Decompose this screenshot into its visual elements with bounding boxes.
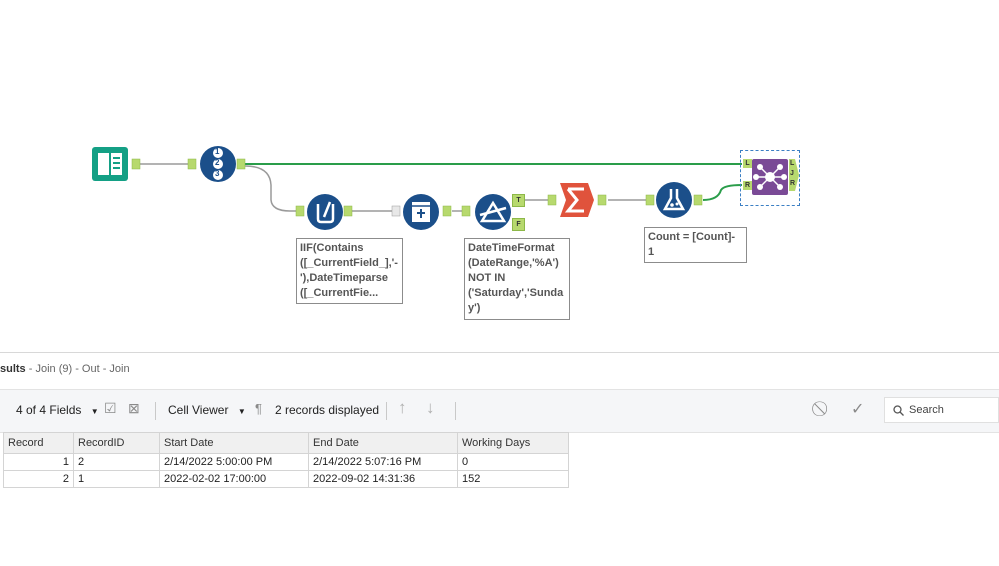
formula-tool-2[interactable] (655, 181, 693, 219)
filter-true-anchor[interactable]: T (512, 194, 525, 207)
connection-wires (131, 158, 743, 217)
cell-start-date[interactable]: 2/14/2022 5:00:00 PM (159, 453, 309, 471)
table-row[interactable]: 1 2 2/14/2022 5:00:00 PM 2/14/2022 5:07:… (3, 453, 569, 471)
records-displayed: 2 records displayed (275, 403, 380, 417)
record-id-digit-2: 2 (215, 158, 220, 167)
join-out-right-label: R (790, 180, 796, 187)
column-header-recordid[interactable]: RecordID (73, 432, 160, 454)
results-title: sults - Join (9) - Out - Join (0, 363, 130, 375)
cell-start-date[interactable]: 2022-02-02 17:00:00 (159, 470, 309, 488)
filter-tool[interactable] (474, 193, 512, 231)
column-header-record[interactable]: Record (3, 432, 74, 454)
cell-recordid[interactable]: 2 (73, 453, 160, 471)
join-left-anchor-label: L (745, 160, 750, 167)
cell-recordid[interactable]: 1 (73, 470, 160, 488)
arrow-up-icon[interactable]: ↑ (398, 398, 407, 417)
results-title-prefix: sults (0, 363, 26, 375)
search-input[interactable]: Search (884, 397, 999, 423)
table-header-row: Record RecordID Start Date End Date Work… (3, 432, 569, 454)
summarize-tool[interactable] (558, 181, 596, 219)
results-toolbar: 4 of 4 Fields ▼ ☑ ⊠ Cell Viewer ▼ ¶ 2 re… (0, 389, 999, 433)
fields-selector[interactable]: 4 of 4 Fields ▼ (16, 403, 99, 417)
arrow-down-icon[interactable]: ↓ (426, 398, 435, 417)
cell-end-date[interactable]: 2022-09-02 14:31:36 (308, 470, 458, 488)
cell-viewer-selector[interactable]: Cell Viewer ▼ (168, 403, 246, 417)
results-table: Record RecordID Start Date End Date Work… (3, 432, 569, 488)
join-output-anchors[interactable]: L J R (789, 159, 799, 191)
join-right-input-anchor[interactable]: R (743, 181, 752, 190)
fields-label: 4 of 4 Fields (16, 403, 82, 417)
false-anchor-label: F (516, 221, 521, 228)
multi-row-icon (403, 194, 439, 230)
record-id-icon (200, 146, 236, 182)
join-tool[interactable]: L R L J R (740, 150, 800, 206)
formula-tool[interactable] (306, 193, 344, 231)
cell-end-date[interactable]: 2/14/2022 5:07:16 PM (308, 453, 458, 471)
record-id-tool[interactable]: 1 2 3 (199, 145, 237, 183)
filter-triangle-icon (475, 194, 511, 230)
cell-working-days[interactable]: 152 (457, 470, 569, 488)
join-hub-icon (752, 159, 788, 195)
join-out-left-label: L (790, 160, 795, 167)
formula2-annotation[interactable]: Count = [Count]- 1 (644, 227, 747, 263)
search-icon (893, 405, 904, 416)
clear-icon[interactable]: ⊠ (128, 400, 140, 416)
chevron-down-icon: ▼ (237, 407, 246, 416)
edit-checkbox-icon[interactable]: ☑ (104, 400, 117, 416)
check-icon[interactable]: ✓ (851, 401, 865, 418)
record-id-digit-1: 1 (215, 147, 220, 156)
join-out-join-label: J (790, 170, 794, 177)
sigma-icon (560, 183, 594, 217)
input-book-icon (92, 147, 128, 181)
cell-record[interactable]: 2 (3, 470, 74, 488)
formula-annotation[interactable]: IIF(Contains ([_CurrentField_],'- '),Dat… (296, 238, 403, 304)
workflow-canvas[interactable]: 1 2 3 T F (0, 0, 999, 352)
chevron-down-icon: ▼ (90, 407, 99, 416)
results-title-rest: - Join (9) - Out - Join (25, 363, 130, 375)
record-id-digit-3: 3 (215, 169, 220, 178)
search-placeholder: Search (909, 404, 944, 416)
filter-annotation[interactable]: DateTimeFormat (DateRange,'%A') NOT IN (… (464, 238, 570, 320)
toolbar-divider (386, 402, 387, 420)
toolbar-divider (455, 402, 456, 420)
join-left-anchor[interactable]: L (743, 159, 752, 168)
cell-viewer-label: Cell Viewer (168, 403, 229, 417)
table-row[interactable]: 2 1 2022-02-02 17:00:00 2022-09-02 14:31… (3, 470, 569, 488)
input-data-tool[interactable] (91, 146, 129, 182)
filter-false-anchor[interactable]: F (512, 218, 525, 231)
formula-beaker-icon (656, 182, 692, 218)
toolbar-divider (155, 402, 156, 420)
join-right-input-anchor-label: R (744, 182, 751, 189)
cell-record[interactable]: 1 (3, 453, 74, 471)
results-panel: sults - Join (9) - Out - Join 4 of 4 Fie… (0, 352, 999, 566)
cell-working-days[interactable]: 0 (457, 453, 569, 471)
column-header-working-days[interactable]: Working Days (457, 432, 569, 454)
true-anchor-label: T (516, 197, 521, 204)
column-header-end-date[interactable]: End Date (308, 432, 458, 454)
pilcrow-icon[interactable]: ¶ (255, 401, 262, 416)
formula-flask-icon (307, 194, 343, 230)
column-header-start-date[interactable]: Start Date (159, 432, 309, 454)
multi-row-formula-tool[interactable] (402, 193, 440, 231)
